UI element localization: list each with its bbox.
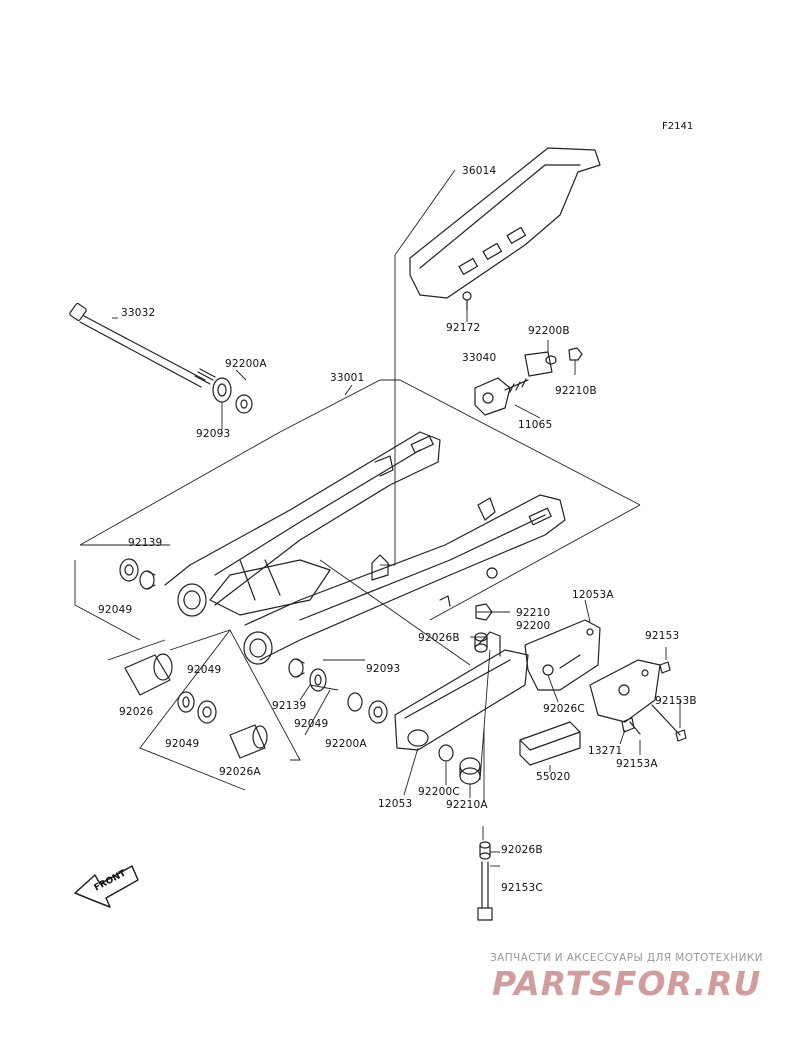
part-label: 12053: [378, 798, 413, 810]
seal-92049-right: [309, 668, 327, 692]
part-label: 92153C: [501, 882, 543, 894]
seal-92049-left: [119, 558, 139, 582]
chain-adjuster-33040: [474, 377, 529, 416]
part-label: 92210A: [446, 799, 488, 811]
seal-92049-a: [177, 691, 195, 713]
bracket-12053a: [524, 619, 601, 691]
collar-92026a: [229, 724, 268, 759]
part-label: 92172: [446, 322, 481, 334]
part-label: 92153A: [616, 758, 658, 770]
part-label: 33001: [330, 372, 365, 384]
part-label: 33040: [462, 352, 497, 364]
collar-92093-lower: [368, 700, 388, 724]
part-label: 92093: [366, 663, 401, 675]
part-label: 92049: [98, 604, 133, 616]
figure-code: F2141: [662, 121, 694, 132]
part-label: 92200B: [528, 325, 570, 337]
bolt-92172: [462, 291, 472, 311]
part-label: 92049: [187, 664, 222, 676]
part-label: 13271: [588, 745, 623, 757]
collar-92026: [124, 653, 173, 696]
part-label: 92026B: [418, 632, 460, 644]
part-label: 92153B: [655, 695, 697, 707]
part-label: 92026A: [219, 766, 261, 778]
part-label: 92139: [128, 537, 163, 549]
part-label: 92093: [196, 428, 231, 440]
part-label: 92210B: [555, 385, 597, 397]
part-label: 33032: [121, 307, 156, 319]
part-label: 92026: [119, 706, 154, 718]
spacer-92026b-lower: [479, 841, 491, 860]
plate-92200b: [524, 351, 557, 377]
guide-55020: [519, 721, 581, 766]
bolt-92153c: [477, 861, 493, 921]
part-label: 92153: [645, 630, 680, 642]
part-label: 92049: [294, 718, 329, 730]
chain-guard-36014: [409, 147, 601, 299]
bolt-92153a: [621, 717, 641, 735]
washer-92200c: [438, 744, 454, 762]
part-label: 92026C: [543, 703, 585, 715]
front-arrow-icon: [74, 865, 139, 908]
plate-13271: [589, 659, 661, 723]
part-label: 92200A: [225, 358, 267, 370]
nut-92210: [475, 603, 493, 621]
part-label: 92139: [272, 700, 307, 712]
part-label: 11065: [518, 419, 553, 431]
nut-92210b: [568, 347, 583, 361]
chain-slipper-12053: [394, 631, 529, 751]
part-label: 92200: [516, 620, 551, 632]
watermark-logo: PARTSFOR.RU: [492, 964, 762, 1003]
part-label: 92200A: [325, 738, 367, 750]
pivot-shaft-33032: [69, 303, 216, 388]
swingarm-33001: [164, 431, 566, 665]
part-label: 92210: [516, 607, 551, 619]
seal-92049-b: [197, 700, 217, 724]
watermark-tagline: ЗАПЧАСТИ И АКСЕССУАРЫ ДЛЯ МОТОТЕХНИКИ: [490, 952, 763, 964]
collar-92093-upper: [212, 377, 232, 403]
part-label: 92200C: [418, 786, 460, 798]
washer-92200a-upper: [235, 394, 253, 414]
collar-92210a: [459, 757, 481, 785]
part-label: 36014: [462, 165, 497, 177]
part-label: 55020: [536, 771, 571, 783]
part-label: 12053A: [572, 589, 614, 601]
leader-lines: [74, 169, 681, 867]
part-label: 92049: [165, 738, 200, 750]
washer-92200a-lower: [347, 692, 363, 712]
part-label: 92026B: [501, 844, 543, 856]
bolt-92153: [659, 661, 671, 674]
sleeve-92139-right: [288, 658, 305, 678]
sleeve-92139-left: [139, 570, 156, 590]
bolt-92153b: [651, 704, 687, 742]
